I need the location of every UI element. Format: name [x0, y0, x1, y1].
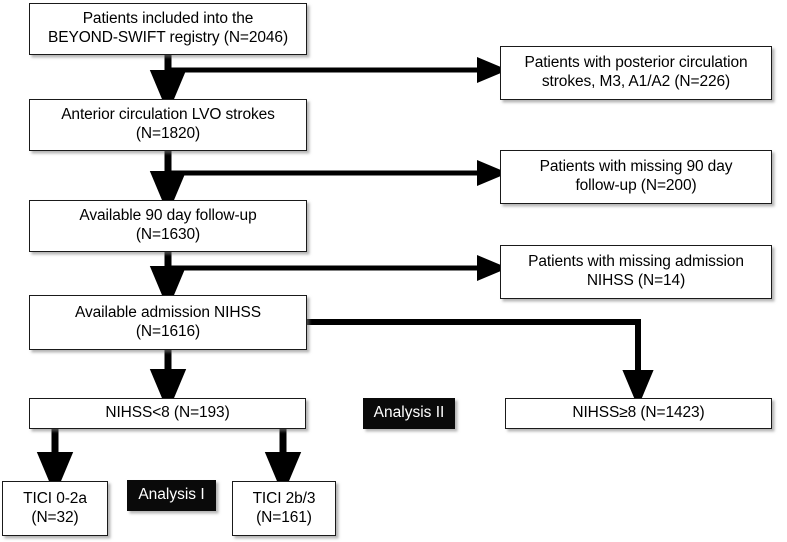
node-anterior-lvo[interactable]: Anterior circulation LVO strokes (N=1820… — [29, 99, 307, 151]
node-excluded-posterior[interactable]: Patients with posterior circulation stro… — [500, 46, 772, 100]
node-tici-0-2a-label: TICI 0-2a (N=32) — [23, 489, 87, 526]
node-nihss-available[interactable]: Available admission NIHSS (N=1616) — [29, 295, 307, 350]
node-excluded-followup[interactable]: Patients with missing 90 day follow-up (… — [500, 150, 772, 204]
badge-analysis-2-label: Analysis II — [373, 404, 445, 422]
node-nihss-low-label: NIHSS<8 (N=193) — [105, 404, 230, 422]
node-excluded-posterior-label: Patients with posterior circulation stro… — [524, 54, 748, 90]
badge-analysis-2[interactable]: Analysis II — [363, 398, 455, 429]
badge-analysis-1-label: Analysis I — [138, 486, 205, 504]
node-excluded-nihss[interactable]: Patients with missing admission NIHSS (N… — [500, 245, 772, 299]
node-tici-2b-3-label: TICI 2b/3 (N=161) — [252, 489, 316, 526]
node-followup-available-label: Available 90 day follow-up (N=1630) — [79, 207, 257, 243]
node-excluded-nihss-label: Patients with missing admission NIHSS (N… — [528, 253, 744, 289]
node-nihss-low[interactable]: NIHSS<8 (N=193) — [29, 398, 306, 429]
node-excluded-followup-label: Patients with missing 90 day follow-up (… — [539, 158, 733, 194]
node-enrolled-label: Patients included into the BEYOND-SWIFT … — [47, 10, 289, 46]
node-tici-0-2a[interactable]: TICI 0-2a (N=32) — [2, 481, 108, 536]
node-followup-available[interactable]: Available 90 day follow-up (N=1630) — [29, 200, 307, 252]
node-tici-2b-3[interactable]: TICI 2b/3 (N=161) — [232, 481, 336, 536]
connector-nihss-available-to-nihss-high — [307, 319, 654, 408]
node-anterior-lvo-label: Anterior circulation LVO strokes (N=1820… — [61, 106, 275, 142]
node-nihss-available-label: Available admission NIHSS (N=1616) — [75, 303, 261, 340]
node-nihss-high-label: NIHSS≥8 (N=1423) — [572, 404, 705, 422]
node-nihss-high[interactable]: NIHSS≥8 (N=1423) — [505, 398, 772, 429]
badge-analysis-1[interactable]: Analysis I — [127, 480, 216, 511]
node-enrolled[interactable]: Patients included into the BEYOND-SWIFT … — [29, 3, 307, 55]
